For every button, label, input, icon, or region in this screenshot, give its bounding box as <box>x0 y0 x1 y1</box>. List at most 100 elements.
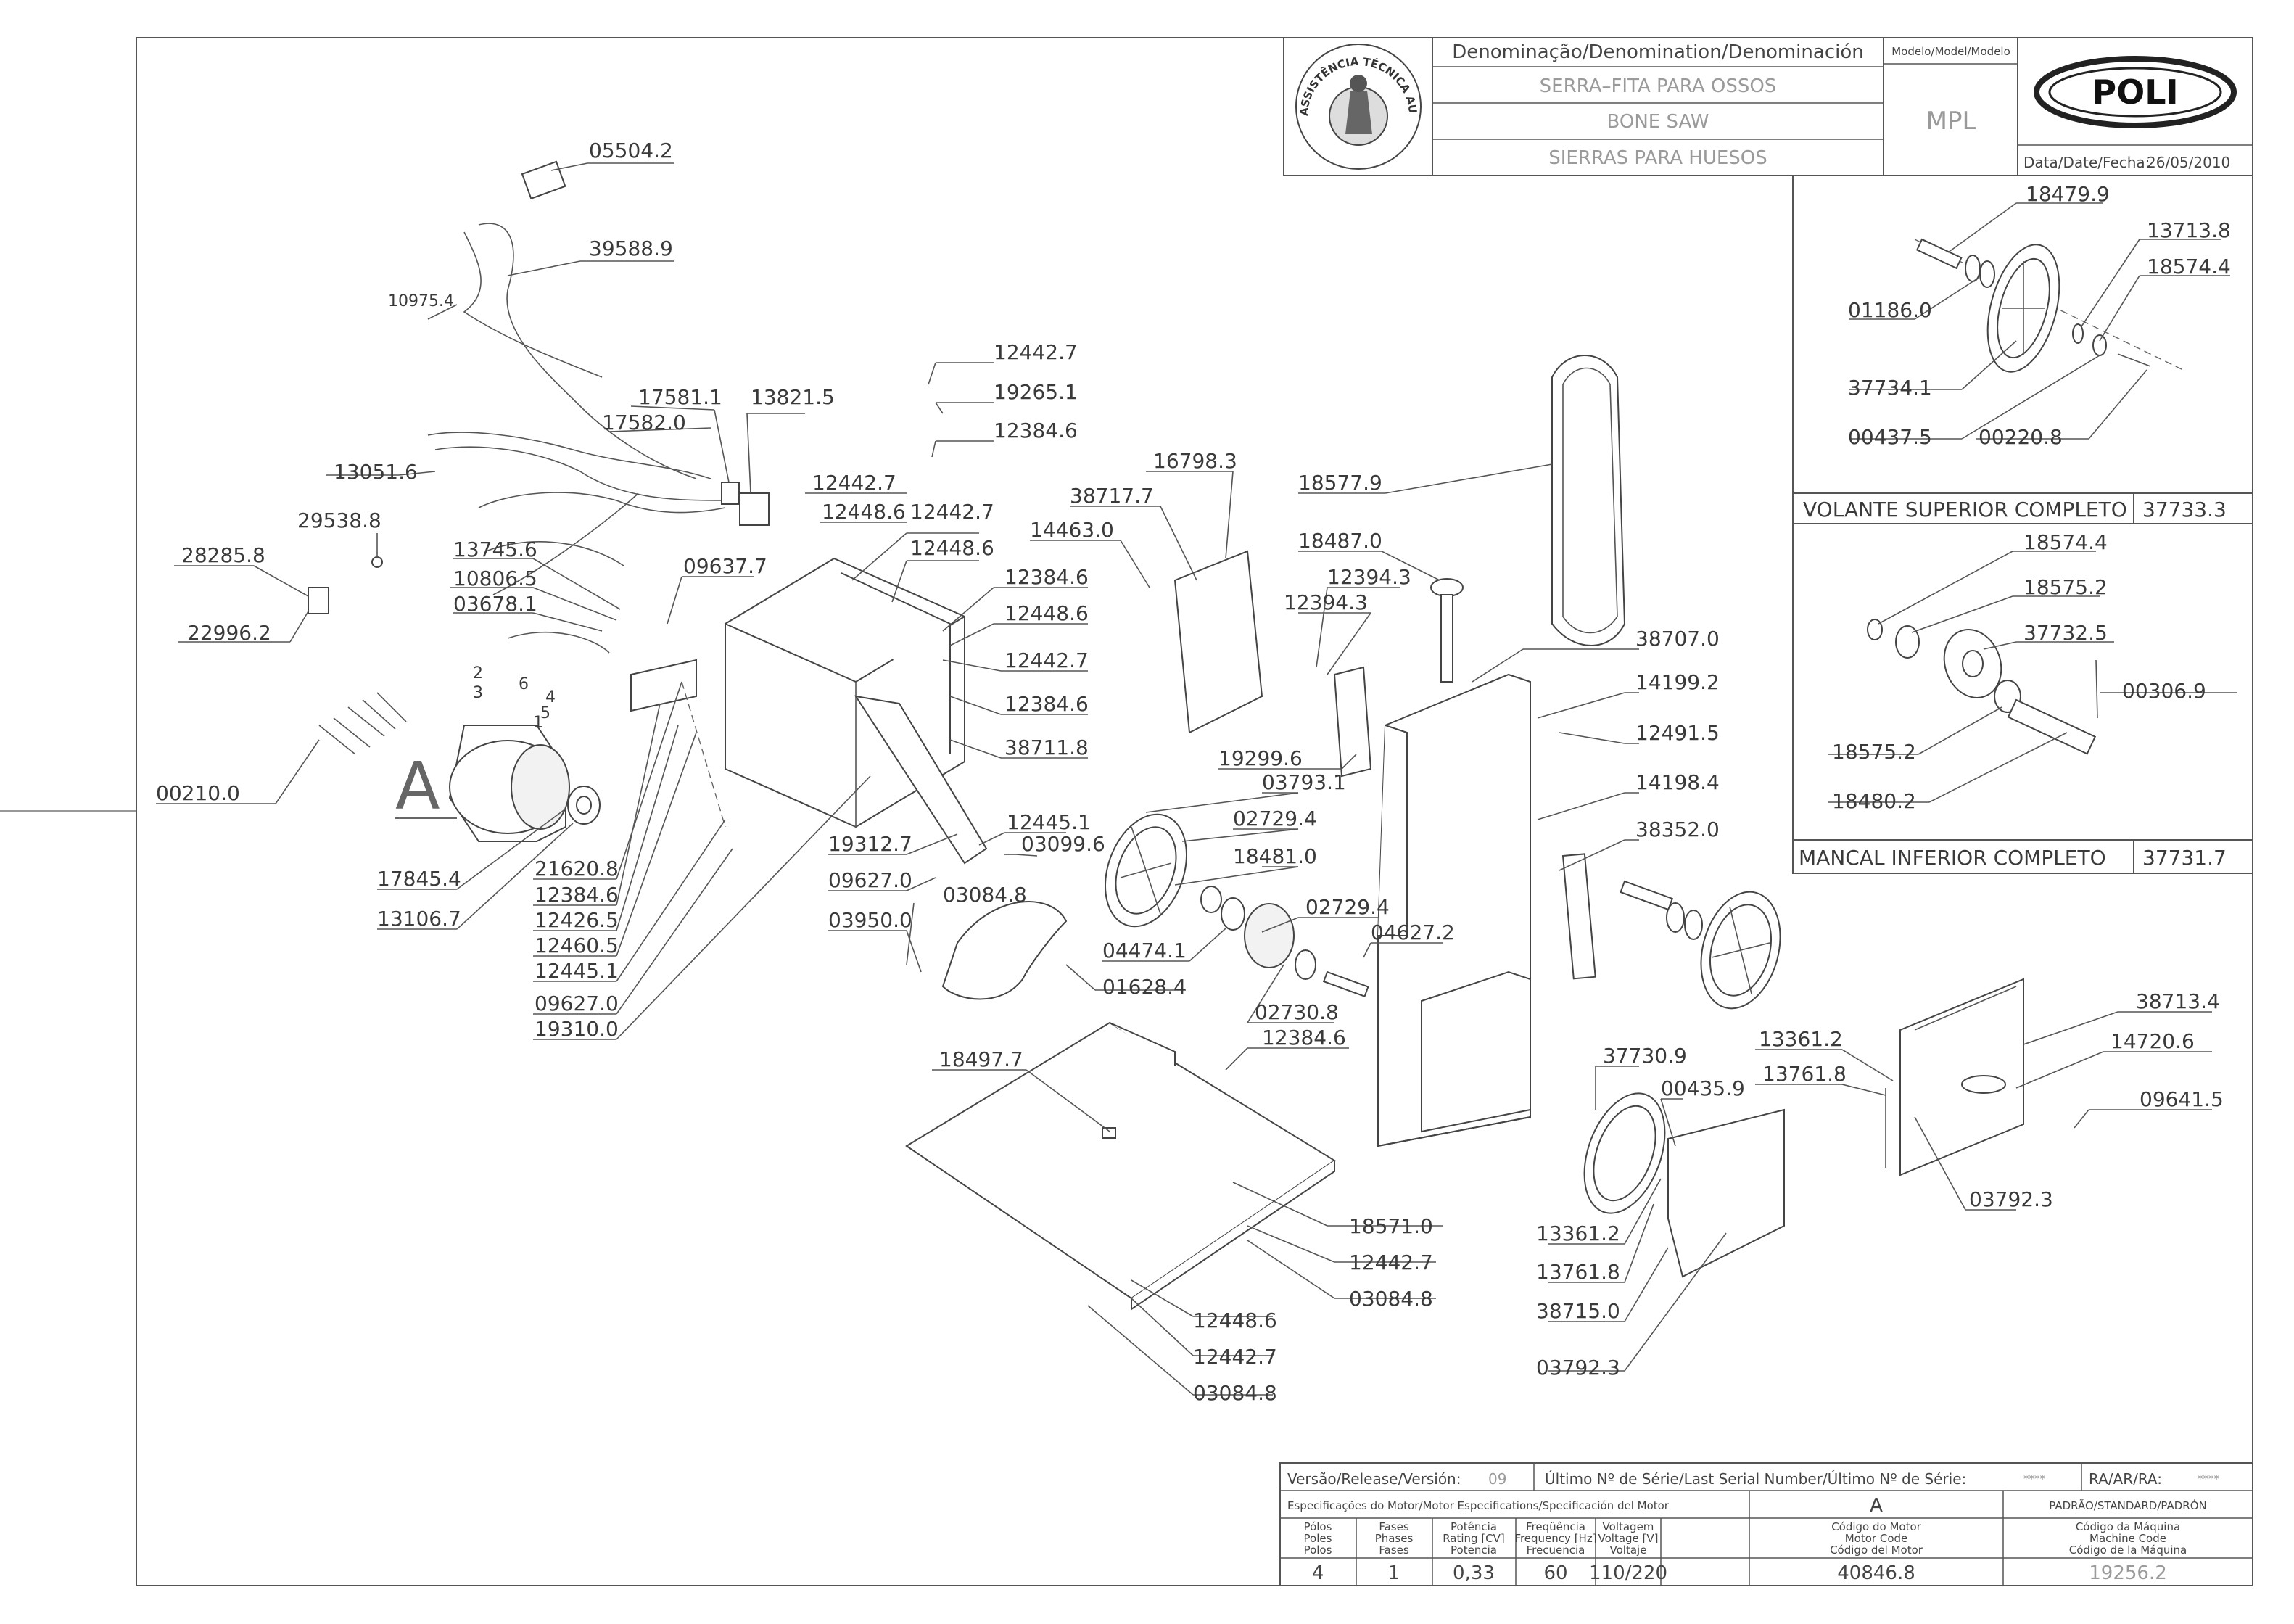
part-number-label: 02729.4 <box>1233 807 1317 830</box>
inset-upper-wheel: VOLANTE SUPERIOR COMPLETO 37733.3 18479.… <box>1792 175 2253 524</box>
part-number-label: 13106.7 <box>377 907 461 931</box>
model-header: Modelo/Model/Modelo <box>1891 45 2010 58</box>
part-callouts <box>156 162 2212 1396</box>
part-number-label: 12426.5 <box>535 908 619 932</box>
inset-lower-title: MANCAL INFERIOR COMPLETO <box>1799 846 2106 870</box>
part-number-label: 14463.0 <box>1030 518 1114 542</box>
ra-label: RA/AR/RA: <box>2089 1470 2162 1488</box>
part-number-label: 00210.0 <box>156 781 240 805</box>
motor-spec-table: Versão/Release/Versión: 09 Último Nº de … <box>1279 1462 2253 1586</box>
part-number-label: 12448.6 <box>1193 1308 1277 1332</box>
part-number-label: 17582.0 <box>602 411 686 434</box>
part-number-label: Potencia <box>1451 1543 1497 1557</box>
part-number-label: 38352.0 <box>1635 817 1720 841</box>
part-number-label: 38715.0 <box>1536 1299 1620 1323</box>
part-number-label: 18487.0 <box>1298 529 1382 553</box>
part-number-label: 18577.9 <box>1298 471 1382 495</box>
part-number-label: 03950.0 <box>828 908 912 932</box>
part-number-label: Poles <box>1304 1532 1332 1545</box>
name-pt: SERRA–FITA PARA OSSOS <box>1540 75 1777 97</box>
part-number-label: 09627.0 <box>828 868 912 892</box>
ra-value: **** <box>2198 1472 2220 1485</box>
part-number-label: 5 <box>540 704 550 722</box>
part-number-label: 21620.8 <box>535 857 619 881</box>
part-number-label: 12448.6 <box>822 500 906 524</box>
title-block: ASSISTÊNCIA TÉCNICA AUTORIZADA Denominaç… <box>0 0 2253 176</box>
part-number-label: 3 <box>473 684 483 702</box>
inset-lower-code: 37731.7 <box>2142 846 2227 870</box>
part-number-label: 1 <box>533 714 543 732</box>
part-number-label: 14199.2 <box>1635 670 1720 694</box>
part-number-label: Pólos <box>1304 1520 1332 1533</box>
part-number-label: Código del Motor <box>1830 1543 1923 1557</box>
part-number-label: 09627.0 <box>535 992 619 1015</box>
part-number-label: Freqüência <box>1526 1520 1585 1533</box>
part-number-label: 00437.5 <box>1848 425 1932 449</box>
part-number-label: 00435.9 <box>1661 1076 1745 1100</box>
motor-code-value: 40846.8 <box>1837 1562 1915 1584</box>
part-number-label: 18574.4 <box>2023 530 2108 554</box>
part-number-label: 12394.3 <box>1327 565 1411 589</box>
part-number-label: 38711.8 <box>1004 735 1089 759</box>
part-number-label: 37734.1 <box>1848 376 1932 400</box>
saw-table <box>905 1021 1336 1311</box>
release-value: 09 <box>1488 1470 1506 1488</box>
part-number-label: Motor Code <box>1845 1532 1908 1545</box>
upper-wheel <box>1700 891 1781 1010</box>
part-number-label: 03678.1 <box>453 592 537 616</box>
lower-drive-wheel <box>1104 813 1188 928</box>
part-number-label: 00306.9 <box>2122 679 2206 703</box>
part-number-label: 03084.8 <box>1349 1287 1433 1311</box>
name-en: BONE SAW <box>1606 111 1709 133</box>
part-number-label: 12442.7 <box>812 471 896 495</box>
part-number-label: Frecuencia <box>1527 1543 1585 1557</box>
part-number-label: 09641.5 <box>2140 1087 2224 1111</box>
part-number-label: 12445.1 <box>535 959 619 983</box>
part-number-label: POLI <box>2092 73 2178 112</box>
part-number-label: 12384.6 <box>994 419 1078 442</box>
part-number-label: 13713.8 <box>2147 218 2231 242</box>
part-number-label: 12442.7 <box>1193 1345 1277 1369</box>
part-number-label: 14198.4 <box>1635 770 1720 794</box>
part-number-label: 09637.7 <box>683 554 767 578</box>
phases-value: 1 <box>1388 1562 1400 1584</box>
part-number-label: 13745.6 <box>453 537 537 561</box>
part-number-label: 04474.1 <box>1102 939 1187 963</box>
name-es: SIERRAS PARA HUESOS <box>1548 147 1767 169</box>
part-number-label: 18481.0 <box>1233 844 1317 868</box>
part-number-label: 38713.4 <box>2136 989 2220 1013</box>
poles-value: 4 <box>1312 1562 1324 1584</box>
part-number-label: 19310.0 <box>535 1017 619 1041</box>
part-number-label: 18479.9 <box>2026 182 2110 206</box>
part-number-label: 03084.8 <box>1193 1381 1277 1405</box>
frequency-value: 60 <box>1543 1562 1567 1584</box>
part-number-label: 17581.1 <box>638 385 722 409</box>
model-code: MPL <box>1926 107 1976 136</box>
part-number-label: 18480.2 <box>1832 789 1916 813</box>
part-number-label: 16798.3 <box>1153 449 1237 473</box>
part-number-label: A <box>395 749 440 825</box>
part-number-label: 03792.3 <box>1536 1356 1620 1380</box>
part-number-label: Phases <box>1375 1532 1414 1545</box>
part-number-label: 14720.6 <box>2111 1029 2195 1053</box>
part-number-label: 12460.5 <box>535 933 619 957</box>
part-number-label: Código da Máquina <box>2076 1520 2180 1533</box>
part-number-label: Potência <box>1451 1520 1497 1533</box>
part-number-label: 12384.6 <box>1004 692 1089 716</box>
part-number-label: 12384.6 <box>535 883 619 907</box>
part-number-label: 10806.5 <box>453 566 537 590</box>
part-number-label: 03099.6 <box>1021 832 1105 856</box>
part-number-label: 02729.4 <box>1305 895 1390 919</box>
part-number-label: Fases <box>1379 1543 1408 1557</box>
voltage-value: 110/220 <box>1589 1562 1667 1584</box>
part-number-label: 12394.3 <box>1284 590 1368 614</box>
part-number-label: 02730.8 <box>1255 1000 1339 1024</box>
part-number-label: 13821.5 <box>751 385 835 409</box>
machine-code-value: 19256.2 <box>2089 1562 2167 1584</box>
date-label: Data/Date/Fecha: <box>2023 154 2150 171</box>
part-number-label: 04627.2 <box>1371 920 1455 944</box>
part-number-label: 12448.6 <box>1004 601 1089 625</box>
part-number-label: 28285.8 <box>181 543 265 567</box>
inset-upper-title: VOLANTE SUPERIOR COMPLETO <box>1803 498 2127 522</box>
part-number-label: Código de la Máquina <box>2069 1543 2187 1557</box>
